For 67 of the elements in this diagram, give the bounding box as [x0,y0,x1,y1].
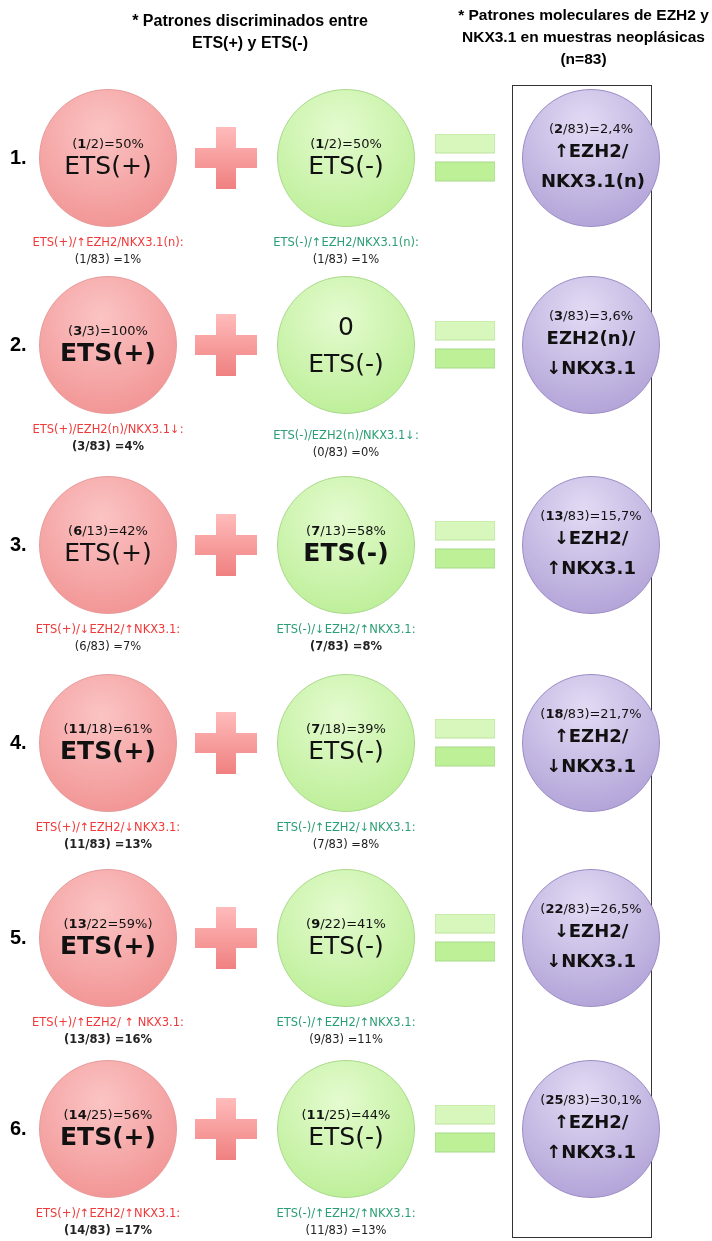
group-label: ETS(+) [60,931,156,960]
group-label: ETS(-) [303,538,389,567]
group-label: ETS(+) [64,538,152,567]
percentage-text: (6/83) =7% [73,639,143,653]
percentage-text: (7/18)=39% [306,721,386,736]
row-number: 3. [10,533,27,556]
caption-text: ETS(-)/↑EZH2/↓NKX3.1: [275,820,417,834]
percentage-text: (22/83)=26,5% [540,900,642,916]
row-number: 4. [10,731,27,754]
caption-text: ETS(+)/EZH2(n)/NKX3.1↓: [31,422,185,436]
percentage-text: (9/22)=41% [306,916,386,931]
percentage-text: (1/83) =1% [73,252,143,266]
column-heading: * Patrones discriminados entre ETS(+) y ETS(-) [131,11,369,53]
percentage-text: (25/83)=30,1% [540,1091,642,1107]
percentage-text: 0 [338,312,354,341]
row-number: 5. [10,926,27,949]
percentage-text: (7/83) =8% [309,639,383,653]
column-heading: * Patrones moleculares de EZH2 y NKX3.1 en muestras neoplásicas (n=83) [457,5,710,69]
caption-text: ETS(+)/↑EZH2/↓NKX3.1: [34,820,182,834]
caption-text: ETS(-)/↑EZH2/↑NKX3.1: [275,1015,417,1029]
percentage-text: (13/83) =16% [63,1032,153,1046]
percentage-text: (1/2)=50% [72,136,144,151]
group-label: ↓EZH2/ ↑NKX3.1 [545,525,637,580]
percentage-text: (1/83) =1% [311,252,381,266]
group-label: ETS(-) [308,931,384,960]
group-label: ETS(+) [60,1122,156,1151]
caption-text: ETS(-)/↑EZH2/NKX3.1(n): [272,235,420,249]
row-number: 2. [10,333,27,356]
group-label: ETS(-) [308,349,384,378]
percentage-text: (11/25)=44% [301,1107,391,1122]
percentage-text: (11/83) =13% [304,1223,388,1237]
percentage-text: (13/22=59%) [63,916,153,931]
percentage-text: (14/83) =17% [63,1223,153,1237]
group-label: ETS(+) [64,151,152,180]
caption-text: ETS(-)/↑EZH2/↑NKX3.1: [275,1206,417,1220]
caption-text: ETS(+)/↑EZH2/NKX3.1(n): [31,235,185,249]
group-label: EZH2(n)/ ↓NKX3.1 [545,325,637,380]
group-label: ↓EZH2/ ↓NKX3.1 [545,918,637,973]
percentage-text: (3/83) =4% [71,439,145,453]
percentage-text: (13/83)=15,7% [540,507,642,523]
group-label: ↑EZH2/ ↑NKX3.1 [545,1109,637,1164]
percentage-text: (9/83) =11% [308,1032,384,1046]
group-label: ETS(+) [60,338,156,367]
row-number: 1. [10,146,27,169]
percentage-text: (3/3)=100% [68,323,148,338]
group-label: ETS(-) [308,736,384,765]
percentage-text: (11/83) =13% [63,837,153,851]
group-label: ETS(-) [308,1122,384,1151]
percentage-text: (7/13)=58% [306,523,386,538]
group-label: ↑EZH2/ ↓NKX3.1 [545,723,637,778]
percentage-text: (3/83)=3,6% [548,307,633,323]
caption-text: ETS(+)/↑EZH2/ ↑ NKX3.1: [31,1015,185,1029]
caption-text: ETS(-)/↓EZH2/↑NKX3.1: [275,622,417,636]
percentage-text: (14/25)=56% [63,1107,153,1122]
percentage-text: (1/2)=50% [310,136,382,151]
percentage-text: (11/18)=61% [63,721,153,736]
percentage-text: (0/83) =0% [311,445,381,459]
caption-text: ETS(+)/↓EZH2/↑NKX3.1: [34,622,182,636]
group-label: ETS(+) [60,736,156,765]
caption-text: ETS(-)/EZH2(n)/NKX3.1↓: [272,428,420,442]
caption-text: ETS(+)/↑EZH2/↑NKX3.1: [34,1206,182,1220]
percentage-text: (6/13)=42% [68,523,148,538]
percentage-text: (18/83)=21,7% [540,705,642,721]
group-label: ETS(-) [308,151,384,180]
percentage-text: (2/83)=2,4% [548,120,633,136]
row-number: 6. [10,1117,27,1140]
percentage-text: (7/83) =8% [311,837,381,851]
